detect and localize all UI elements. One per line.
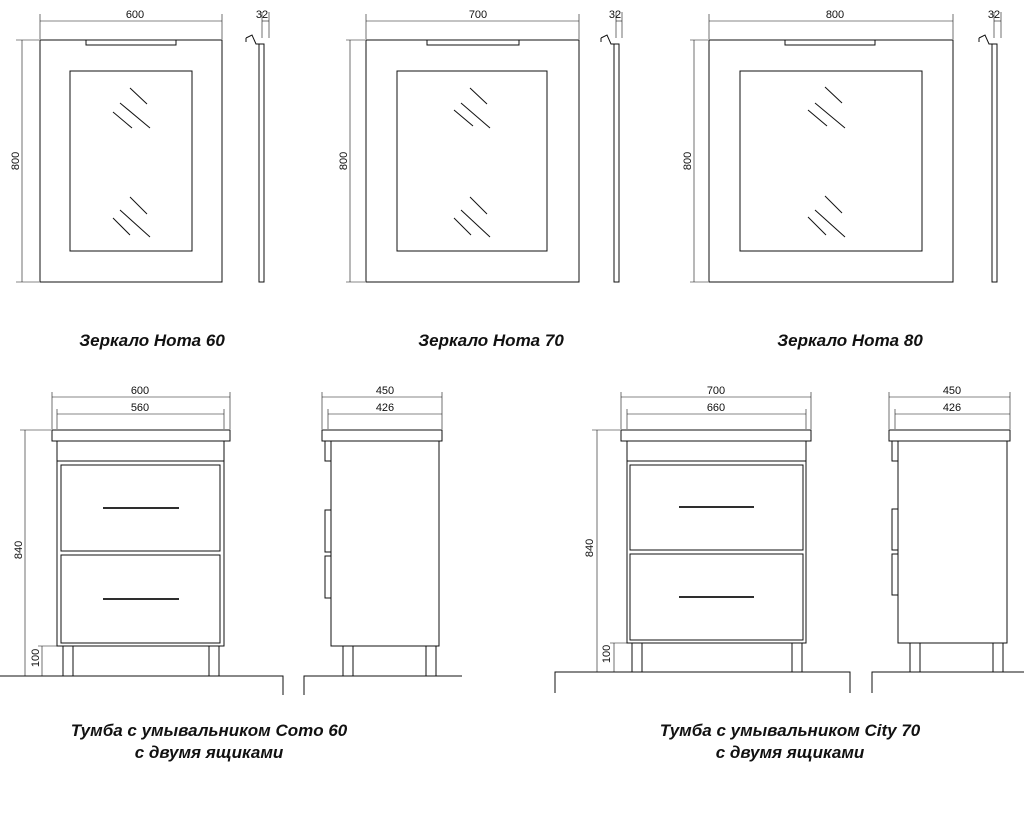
floor-line — [303, 675, 462, 695]
cabinet-leg — [909, 642, 921, 673]
cabinet-caption-line2: с двумя ящиками — [716, 743, 865, 762]
dimension-side-depth: 450 426 — [888, 385, 1011, 429]
dimension-front-width: 600 560 — [51, 385, 231, 429]
dimension-width: 800 — [708, 9, 954, 39]
mirror-depth-label: 32 — [609, 9, 621, 21]
cabinet-como-60: 600 560 840 100 450 — [0, 385, 462, 762]
mirror-depth-label: 32 — [256, 9, 268, 21]
dimension-height: 800 — [10, 39, 39, 283]
dimension-width: 700 — [365, 9, 580, 39]
cabinet-leg — [62, 645, 74, 677]
mirror-nota-60: 600 800 32 Зеркало Нота 60 — [10, 9, 270, 350]
cabinet-side-view — [303, 429, 462, 695]
dimension-side-depth: 450 426 — [321, 385, 443, 429]
mirror-caption: Зеркало Нота 60 — [79, 331, 225, 350]
mirror-front-view — [708, 39, 954, 283]
mirror-width-label: 700 — [469, 9, 487, 21]
height-label: 840 — [584, 539, 596, 557]
cabinet-caption-line1: Тумба с умывальником Como 60 — [71, 721, 348, 740]
front-width-label: 700 — [707, 385, 725, 397]
dimension-front-width: 700 660 — [620, 385, 812, 429]
mirror-front-view — [39, 39, 223, 283]
mirror-height-label: 800 — [10, 152, 22, 170]
glass-reflection-icon — [112, 87, 151, 238]
cabinet-leg — [791, 642, 803, 673]
leg-height-label: 100 — [30, 649, 42, 667]
mirror-nota-70: 700 800 32 Зеркало Нота 70 — [338, 9, 623, 350]
dimension-height: 840 100 — [584, 429, 631, 672]
cabinet-front-view — [0, 429, 284, 695]
mirror-side-view: 32 — [245, 9, 270, 283]
front-inner-width-label: 660 — [707, 402, 725, 414]
mirror-front-view — [365, 39, 580, 283]
cabinet-caption-line1: Тумба с умывальником City 70 — [660, 721, 921, 740]
dimension-height: 800 — [338, 39, 365, 283]
mirror-width-label: 600 — [126, 9, 144, 21]
cabinet-city-70: 700 660 840 100 450 — [554, 385, 1024, 762]
side-inner-depth-label: 426 — [943, 402, 961, 414]
dimension-width: 600 — [39, 9, 223, 39]
glass-reflection-icon — [453, 87, 491, 238]
leg-height-label: 100 — [601, 645, 613, 663]
floor-line — [554, 671, 851, 693]
floor-line — [871, 671, 1024, 693]
floor-line — [0, 675, 284, 695]
mirror-width-label: 800 — [826, 9, 844, 21]
cabinet-leg — [342, 645, 354, 677]
mirror-height-label: 800 — [338, 152, 350, 170]
cabinet-leg — [631, 642, 643, 673]
cabinet-leg — [992, 642, 1004, 673]
mirror-nota-80: 800 800 32 Зеркало Нота 80 — [682, 9, 1002, 350]
mirror-caption: Зеркало Нота 70 — [418, 331, 564, 350]
side-inner-depth-label: 426 — [376, 402, 394, 414]
side-depth-label: 450 — [376, 385, 394, 397]
cabinet-front-view — [554, 429, 851, 693]
mirror-side-view: 32 — [978, 9, 1002, 283]
cabinet-caption-line2: с двумя ящиками — [135, 743, 284, 762]
dimension-height: 800 — [682, 39, 708, 283]
height-label: 840 — [13, 541, 25, 559]
mirror-side-view: 32 — [600, 9, 623, 283]
front-inner-width-label: 560 — [131, 402, 149, 414]
mirror-caption: Зеркало Нота 80 — [777, 331, 923, 350]
mirror-depth-label: 32 — [988, 9, 1000, 21]
cabinet-side-view — [871, 429, 1024, 693]
mirror-height-label: 800 — [682, 152, 694, 170]
side-depth-label: 450 — [943, 385, 961, 397]
cabinet-leg — [208, 645, 220, 677]
cabinet-leg — [425, 645, 437, 677]
dimension-height: 840 100 — [13, 429, 62, 676]
front-width-label: 600 — [131, 385, 149, 397]
glass-reflection-icon — [807, 86, 846, 238]
